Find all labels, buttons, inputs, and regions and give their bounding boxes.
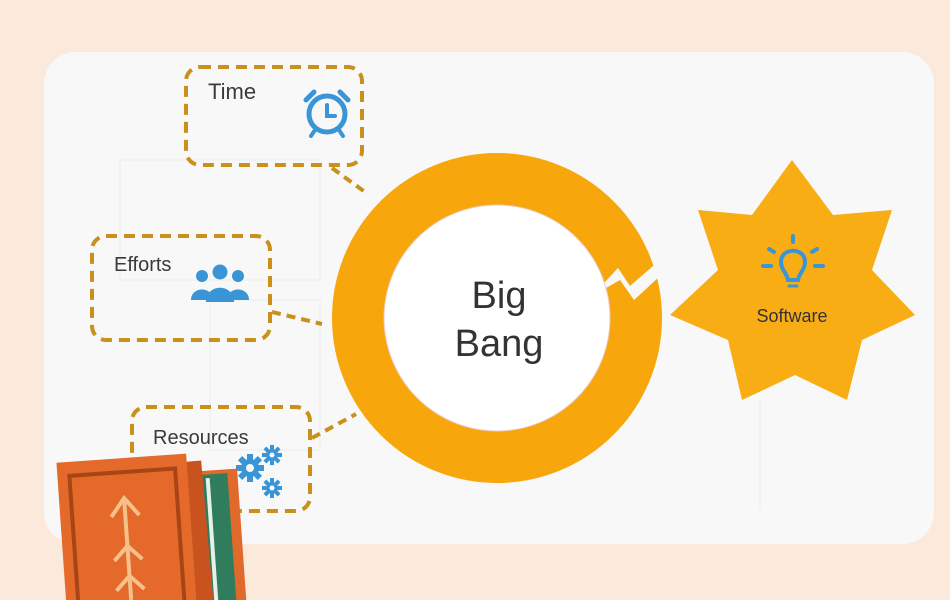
big-bang-ring: Big Bang — [332, 153, 662, 483]
center-label-line1: Big — [472, 275, 527, 317]
resources-pointer — [311, 412, 357, 440]
resources-label: Resources — [153, 427, 249, 449]
lightbulb-icon — [761, 234, 825, 288]
book-stack-logo — [56, 453, 247, 600]
efforts-callout: Efforts — [90, 234, 323, 342]
efforts-pointer — [271, 310, 323, 326]
time-pointer — [330, 166, 367, 194]
alarm-clock-icon — [303, 89, 351, 138]
center-label-line2: Bang — [455, 323, 544, 365]
software-label: Software — [756, 306, 827, 326]
gears-icon — [236, 445, 282, 498]
time-label: Time — [208, 79, 256, 104]
people-group-icon — [191, 264, 249, 302]
efforts-label: Efforts — [114, 254, 171, 276]
time-box — [184, 65, 364, 167]
efforts-box — [90, 234, 272, 342]
time-callout: Time — [184, 65, 367, 194]
software-star: Software — [670, 160, 915, 400]
ring-notch — [592, 260, 660, 300]
